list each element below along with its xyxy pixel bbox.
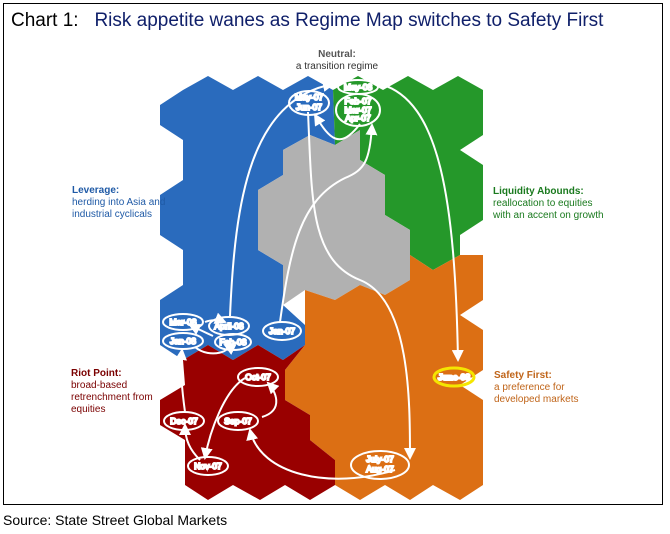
month-node-jan08: Jan-08 [162, 332, 204, 350]
safety-region [285, 255, 483, 500]
transition-arrows [175, 80, 464, 480]
svg-text:Sep-07: Sep-07 [224, 416, 252, 426]
svg-text:June-08: June-08 [438, 372, 470, 382]
svg-text:Mar-08: Mar-08 [170, 317, 197, 327]
chart-title: Chart 1: Risk appetite wanes as Regime M… [11, 10, 603, 32]
svg-text:Aug-07: Aug-07 [366, 464, 394, 474]
svg-text:Oct-07: Oct-07 [245, 372, 271, 382]
source-note: Source: State Street Global Markets [3, 512, 228, 528]
month-node-may08: May-08 [337, 79, 379, 95]
svg-text:May-08: May-08 [344, 82, 373, 92]
svg-text:Mar-07: Mar-07 [345, 105, 372, 115]
neutral-region [258, 130, 410, 305]
leverage-region [160, 76, 335, 360]
chart-title-text: Risk appetite wanes as Regime Map switch… [94, 10, 604, 31]
svg-text:Jan-07: Jan-07 [269, 326, 295, 336]
svg-text:Nov-07: Nov-07 [194, 461, 222, 471]
svg-text:Jun-07: Jun-07 [296, 102, 322, 112]
svg-text:Jan-08: Jan-08 [170, 336, 196, 346]
svg-text:Feb-07: Feb-07 [345, 96, 372, 106]
chart-frame [3, 3, 663, 505]
svg-text:April-08: April-08 [214, 321, 244, 331]
svg-text:Feb-08: Feb-08 [220, 337, 247, 347]
month-node-nov07: Nov-07 [187, 456, 229, 476]
svg-text:Dec-07: Dec-07 [170, 416, 198, 426]
liquidity-label: Liquidity Abounds:reallocation to equiti… [493, 186, 604, 221]
month-node-oct07: Oct-07 [237, 367, 279, 387]
month-node-jun08: June-08 [432, 366, 476, 388]
month-node-sep07: Sep-07 [217, 411, 259, 431]
riot-region [160, 345, 335, 500]
month-node-feb08: Feb-08 [214, 333, 252, 351]
svg-text:Apr-07: Apr-07 [345, 113, 371, 123]
neutral-label: Neutral:a transition regime [295, 49, 379, 72]
month-node-dec07: Dec-07 [163, 411, 205, 431]
month-node-mar08: Mar-08 [162, 313, 204, 331]
month-node-jan07: Jan-07 [262, 321, 302, 341]
svg-text:July-07: July-07 [366, 454, 394, 464]
svg-text:May-07: May-07 [295, 92, 324, 102]
chart-number: Chart 1: [11, 10, 79, 31]
